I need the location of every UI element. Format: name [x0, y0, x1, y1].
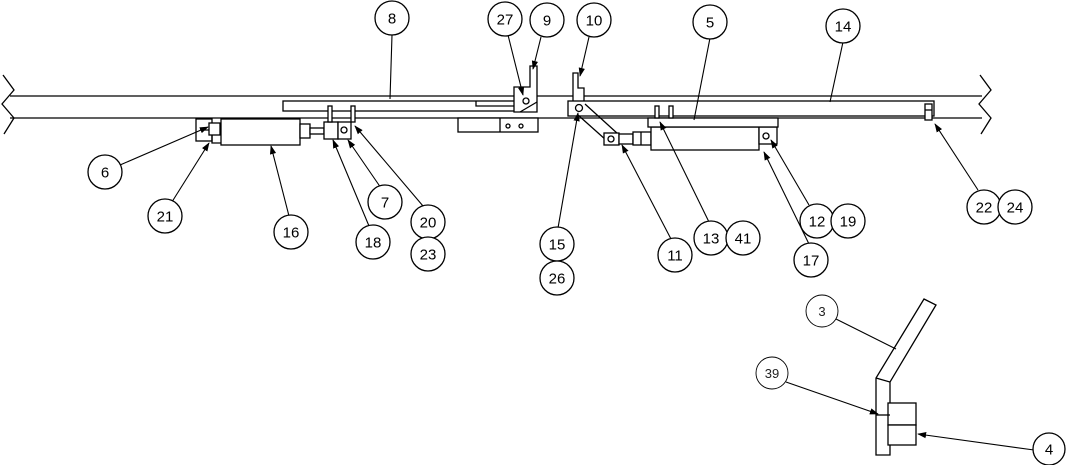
bar-part-14	[567, 100, 935, 117]
leader-lines	[119, 34, 1035, 451]
callout-label-39: 39	[765, 366, 779, 381]
callout-17: 17	[793, 242, 829, 278]
callout-label-27: 27	[497, 12, 514, 29]
callout-label-10: 10	[586, 13, 603, 30]
callout-label-8: 8	[388, 11, 396, 28]
callout-label-21: 21	[157, 209, 174, 226]
callout-19: 19	[830, 203, 866, 239]
callout-18: 18	[355, 224, 391, 260]
callout-6: 6	[87, 154, 123, 190]
leader-21	[169, 142, 210, 206]
mount-block	[457, 117, 539, 133]
callout-41: 41	[725, 220, 761, 256]
callout-label-12: 12	[809, 214, 826, 231]
pivot-link-part-11	[574, 103, 652, 146]
callout-16: 16	[273, 214, 309, 250]
leader-13	[659, 121, 710, 223]
callout-12: 12	[799, 203, 835, 239]
leader-5	[693, 37, 711, 121]
callout-label-6: 6	[101, 165, 109, 182]
callout-15: 15	[539, 226, 575, 262]
leader-10	[578, 36, 590, 77]
callout-label-16: 16	[283, 225, 300, 242]
callout-label-13: 13	[703, 231, 720, 248]
callout-4: 4	[1032, 432, 1066, 465]
leader-7	[347, 139, 382, 189]
leader-16	[269, 145, 290, 217]
leader-11	[621, 144, 672, 240]
leader-8	[389, 34, 393, 100]
callout-label-14: 14	[835, 19, 852, 36]
break-line-left	[1, 74, 15, 135]
leader-39	[785, 381, 879, 415]
leader-20	[354, 125, 424, 207]
leader-6	[119, 126, 209, 166]
callout-label-17: 17	[803, 253, 820, 270]
bracket-part-27	[513, 65, 538, 113]
bracket-part-10	[572, 72, 585, 105]
callout-22: 22	[966, 189, 1002, 225]
callout-8: 8	[374, 0, 410, 36]
callout-label-9: 9	[543, 13, 551, 30]
leader-18	[332, 139, 370, 227]
callout-3: 3	[805, 294, 839, 328]
callout-24: 24	[997, 189, 1033, 225]
break-line-right	[978, 74, 992, 135]
callout-label-4: 4	[1045, 442, 1053, 459]
callout-label-20: 20	[420, 215, 437, 232]
callout-label-3: 3	[818, 304, 825, 319]
leader-3	[835, 318, 897, 350]
leader-9	[531, 36, 542, 70]
callout-label-15: 15	[549, 237, 566, 254]
leader-22	[934, 123, 979, 191]
callout-23: 23	[410, 236, 446, 272]
callout-26: 26	[539, 260, 575, 296]
callout-label-19: 19	[840, 214, 857, 231]
callout-14: 14	[825, 8, 861, 44]
callout-27: 27	[487, 1, 523, 37]
callout-label-11: 11	[667, 248, 683, 265]
callout-10: 10	[576, 2, 612, 38]
callout-label-22: 22	[976, 200, 993, 217]
callout-5: 5	[692, 4, 728, 40]
callout-11: 11	[657, 237, 693, 273]
callout-13: 13	[693, 220, 729, 256]
callout-label-41: 41	[735, 231, 752, 248]
leader-15	[557, 112, 580, 229]
leader-27	[507, 34, 525, 96]
callout-20: 20	[410, 204, 446, 240]
callout-label-5: 5	[706, 15, 714, 32]
callout-21: 21	[147, 198, 183, 234]
cylinder-part-17	[647, 105, 779, 151]
callout-label-26: 26	[549, 271, 566, 288]
detail-bracket-part-3	[875, 298, 937, 456]
callout-9: 9	[529, 2, 565, 38]
callout-7: 7	[367, 184, 403, 220]
callout-39: 39	[755, 356, 789, 390]
callout-label-24: 24	[1007, 200, 1024, 217]
bar-part-8	[282, 100, 522, 112]
callout-label-18: 18	[365, 235, 382, 252]
callout-label-23: 23	[420, 247, 437, 264]
leader-14	[829, 41, 844, 103]
bolt-part-22	[924, 103, 933, 121]
cylinder-part-16	[195, 105, 356, 146]
callout-label-7: 7	[381, 195, 389, 212]
leader-4	[917, 431, 1035, 451]
leader-12	[770, 139, 810, 206]
